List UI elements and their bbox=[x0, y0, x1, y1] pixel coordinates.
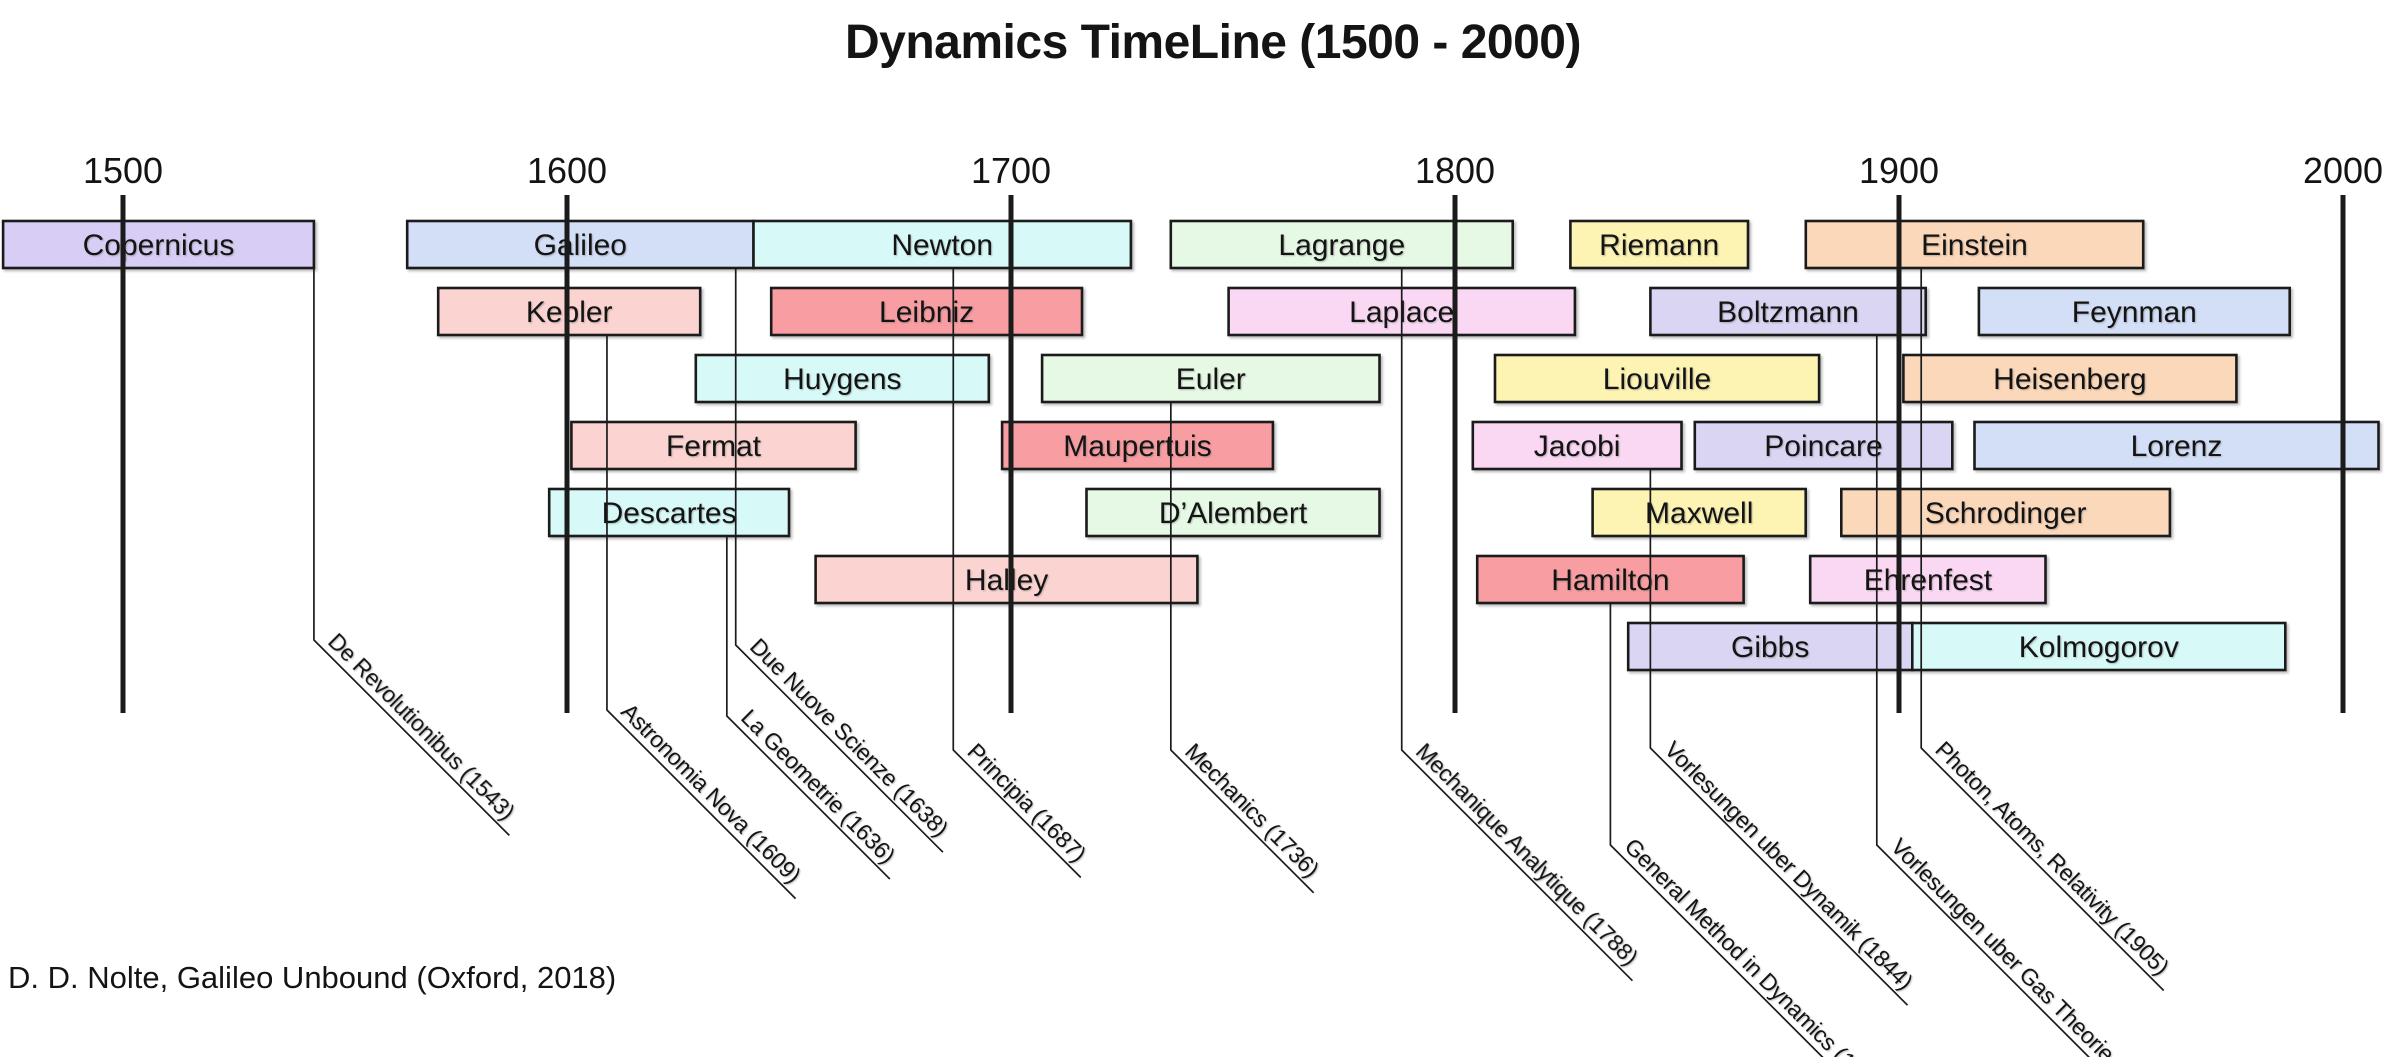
source-caption: D. D. Nolte, Galileo Unbound (Oxford, 20… bbox=[8, 960, 616, 995]
timeline-bar-label: Lagrange bbox=[1278, 229, 1405, 262]
timeline-bar-label: Kolmogorov bbox=[2019, 631, 2179, 664]
year-axis: 1500 1600 1700 1800 1900 2000 bbox=[83, 150, 2383, 713]
century-tick-label: 2000 bbox=[2303, 150, 2383, 191]
timeline-bar bbox=[814, 554, 1199, 605]
timeline-bar bbox=[1, 219, 316, 270]
timeline-bar bbox=[1626, 621, 1914, 672]
timeline-bar-label: Galileo bbox=[534, 229, 627, 262]
publication-label: Vorlesungen uber Dynamik (1844) bbox=[1660, 736, 1919, 995]
timeline-bar bbox=[1911, 621, 2287, 672]
timeline-bar-label: Newton bbox=[891, 229, 993, 262]
timeline-bar-label: Maupertuis bbox=[1063, 430, 1211, 463]
timeline-bar bbox=[1808, 554, 2047, 605]
timeline-bar-label: Boltzmann bbox=[1717, 296, 1859, 329]
publication-callout-line bbox=[606, 335, 797, 900]
timeline-bar-label: Hamilton bbox=[1551, 564, 1669, 597]
timeline-bar-label: Huygens bbox=[783, 363, 901, 396]
timeline-bar bbox=[1471, 420, 1683, 471]
publication-label: Mechanique Analytique (1788) bbox=[1411, 738, 1643, 970]
publication-label: Mechanics (1736) bbox=[1180, 738, 1324, 882]
timeline-bar-label: Fermat bbox=[666, 430, 762, 463]
timeline-bar bbox=[1000, 420, 1275, 471]
publication-callout-line bbox=[725, 536, 891, 880]
lifespan-bars bbox=[1, 219, 2380, 672]
timeline-bar bbox=[1973, 420, 2380, 471]
timeline-bar-label: Leibniz bbox=[879, 296, 974, 329]
timeline-bar bbox=[1475, 554, 1745, 605]
publication-callout-line bbox=[1169, 402, 1315, 894]
timeline-bar bbox=[1693, 420, 1954, 471]
timeline-bar bbox=[1840, 487, 2172, 538]
timeline-bar-label: Riemann bbox=[1599, 229, 1719, 262]
timeline-bar bbox=[1493, 353, 1821, 404]
publication-label: Principia (1687) bbox=[962, 738, 1091, 867]
timeline-bar bbox=[1591, 487, 1807, 538]
timeline-bar-label: Heisenberg bbox=[1993, 363, 2146, 396]
timeline-bar-label: Halley bbox=[965, 564, 1048, 597]
timeline-bar-label: Euler bbox=[1176, 363, 1246, 396]
timeline-bar bbox=[1902, 353, 2238, 404]
publication-callout-line bbox=[1400, 268, 1634, 982]
century-tick-label: 1900 bbox=[1859, 150, 1939, 191]
publication-callout-line bbox=[1920, 268, 2165, 992]
timeline-bar bbox=[769, 286, 1084, 337]
timeline-bar-label: Feynman bbox=[2072, 296, 2197, 329]
timeline-bar-label: Descartes bbox=[602, 497, 737, 530]
publication-callout-line bbox=[1609, 603, 1824, 1057]
timeline-bar-label: Einstein bbox=[1921, 229, 2028, 262]
timeline-bar bbox=[1649, 286, 1928, 337]
timeline-bar-label: Jacobi bbox=[1534, 430, 1621, 463]
timeline-bar-label: D’Alembert bbox=[1159, 497, 1308, 530]
timeline-bar bbox=[405, 219, 755, 270]
timeline-bar bbox=[752, 219, 1133, 270]
timeline-bar-label: Lorenz bbox=[2131, 430, 2223, 463]
publication-callout-lines bbox=[313, 268, 2165, 1057]
timeline-bar-label: Poincare bbox=[1764, 430, 1882, 463]
timeline-bar-label: Liouville bbox=[1603, 363, 1711, 396]
timeline-bar-label: Ehrenfest bbox=[1864, 564, 1993, 597]
timeline-bar bbox=[1569, 219, 1750, 270]
timeline-bar-label: Gibbs bbox=[1731, 631, 1809, 664]
timeline-bar-label: Schrodinger bbox=[1925, 497, 2087, 530]
lifespan-bar-labels: Copernicus Galileo Newton Lagrange Riemann Ei… bbox=[83, 229, 2223, 664]
century-tick-label: 1800 bbox=[1415, 150, 1495, 191]
publication-label: Photon, Atoms, Relativity (1905) bbox=[1930, 736, 2174, 980]
timeline-bar bbox=[1804, 219, 2145, 270]
century-tick-label: 1500 bbox=[83, 150, 163, 191]
publication-label: De Revolutionibus (1543) bbox=[323, 628, 520, 825]
page-title: Dynamics TimeLine (1500 - 2000) bbox=[845, 16, 1581, 69]
timeline-bar bbox=[547, 487, 791, 538]
timeline-bar bbox=[570, 420, 857, 471]
timeline-bar bbox=[694, 353, 991, 404]
publication-callout-line bbox=[1875, 335, 2091, 1057]
century-tick-label: 1600 bbox=[527, 150, 607, 191]
publication-callout-line bbox=[952, 268, 1082, 879]
publication-callout-line bbox=[1649, 469, 1909, 1006]
timeline-bar-label: Maxwell bbox=[1645, 497, 1753, 530]
timeline-bar bbox=[1085, 487, 1381, 538]
timeline-bar bbox=[1040, 353, 1381, 404]
timeline-bar bbox=[1977, 286, 2292, 337]
century-tick-label: 1700 bbox=[971, 150, 1051, 191]
timeline-bar-label: Copernicus bbox=[83, 229, 235, 262]
publication-callout-line bbox=[734, 268, 944, 853]
publication-callout-line bbox=[313, 268, 510, 837]
